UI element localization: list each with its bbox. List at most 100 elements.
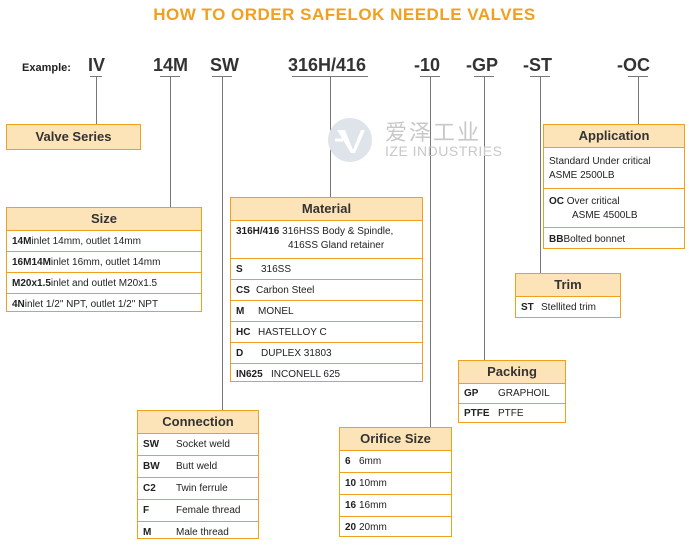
material-row: CS Carbon Steel [231,280,422,301]
material-desc: DUPLEX 31803 [261,347,332,359]
packing-row: PTFE PTFE [459,404,565,423]
application-code: OC [549,195,564,207]
size-code: 4N [12,298,25,310]
application-row: Standard Under critical ASME 2500LB [544,148,684,189]
material-code: CS [236,284,250,296]
connector-size [170,76,171,207]
connection-code: M [143,527,152,538]
packing-code: GP [464,388,479,399]
material-desc-2: 416SS Gland retainer [288,240,385,251]
code-orifice: -10 [414,55,441,75]
size-row: 4N inlet 1/2" NPT, outlet 1/2" NPT [7,294,201,314]
size-header: Size [7,208,201,231]
application-header: Application [544,125,684,148]
size-desc: inlet 1/2" NPT, outlet 1/2" NPT [24,298,159,310]
orifice-code: 6 [345,456,351,467]
connector-valve-series [96,76,97,124]
material-code: HC [236,326,251,338]
connector-connection [222,76,223,410]
material-desc: MONEL [258,305,294,317]
connector-size-tick [160,76,180,77]
material-desc: Carbon Steel [256,284,315,296]
orifice-desc: 16mm [359,500,387,511]
packing-desc: PTFE [498,408,524,419]
material-code: S [236,263,243,275]
connector-orifice-tick [420,76,440,77]
example-label: Example: [22,62,71,74]
code-size: 14M [153,55,189,75]
connection-code: C2 [143,483,156,494]
orifice-row: 6 6mm [340,451,451,473]
material-code: 316H/416 [236,226,280,237]
material-desc: 316SS [261,263,292,275]
code-packing: -GP [466,55,499,75]
connector-application [638,76,639,124]
size-row: 16M14M inlet 16mm, outlet 14mm [7,252,201,273]
connection-code: F [143,505,150,516]
size-desc: inlet 14mm, outlet 14mm [31,235,141,247]
material-desc: 316HSS Body & Spindle, [279,226,394,237]
watermark-cn: 爱泽工业 [385,120,482,145]
size-code: M20x1.5 [12,277,51,289]
connection-code: BW [143,461,160,472]
connector-valve-series-tick [90,76,102,77]
connector-material-tick [292,76,368,77]
size-row: 14M inlet 14mm, outlet 14mm [7,231,201,252]
size-desc: inlet and outlet M20x1.5 [50,277,158,289]
valve-series-header: Valve Series [7,125,140,149]
code-trim: -ST [523,55,552,75]
size-box: Size 14M inlet 14mm, outlet 14mm 16M14M … [6,207,202,312]
material-row: S 316SS [231,259,422,280]
application-row: OC Over critical ASME 4500LB [544,189,684,228]
packing-code: PTFE [464,408,490,419]
valve-series-box: Valve Series [6,124,141,150]
orifice-desc: 6mm [359,456,382,467]
application-desc: Over critical [564,195,620,207]
material-header: Material [231,198,422,221]
connector-connection-tick [212,76,232,77]
size-desc: inlet 16mm, outlet 14mm [50,256,161,268]
connection-desc: Socket weld [176,439,230,450]
material-code: M [236,305,245,317]
material-row: HC HASTELLOY C [231,322,422,343]
watermark-logo: 爱泽工业 IZE INDUSTRIES [325,115,525,165]
connector-packing [484,76,485,360]
application-desc: Bolted bonnet [563,233,626,245]
connection-desc: Butt weld [176,461,218,472]
code-valve-series: IV [88,55,106,75]
material-desc: HASTELLOY C [258,326,327,338]
application-desc-2: ASME 2500LB [549,169,615,181]
page-title: HOW TO ORDER SAFELOK NEEDLE VALVES [153,5,536,24]
application-desc: Standard Under critical [549,155,651,167]
application-box: Application Standard Under critical ASME… [543,124,685,249]
code-application: -OC [617,55,650,75]
code-connection: SW [210,55,239,75]
packing-header: Packing [459,361,565,384]
size-code: 16M14M [12,256,51,268]
size-code: 14M [12,235,32,247]
connection-desc: Female thread [176,505,241,516]
material-desc: INCONELL 625 [271,368,341,380]
connection-header: Connection [138,411,258,434]
packing-desc: GRAPHOIL [498,388,550,399]
connector-trim-tick [530,76,550,77]
connection-desc: Twin ferrule [176,483,228,494]
application-desc-2: ASME 4500LB [572,209,638,221]
packing-row: GP GRAPHOIL [459,384,565,404]
orifice-code: 20 [345,522,357,533]
size-row: M20x1.5 inlet and outlet M20x1.5 [7,273,201,294]
orifice-header: Orifice Size [340,428,451,451]
connector-orifice [430,76,431,427]
application-code: BB [549,233,564,245]
material-box: Material 316H/416 316HSS Body & Spindle,… [230,197,423,382]
connection-row: F Female thread [138,500,258,522]
ize-logo-icon [328,118,372,162]
